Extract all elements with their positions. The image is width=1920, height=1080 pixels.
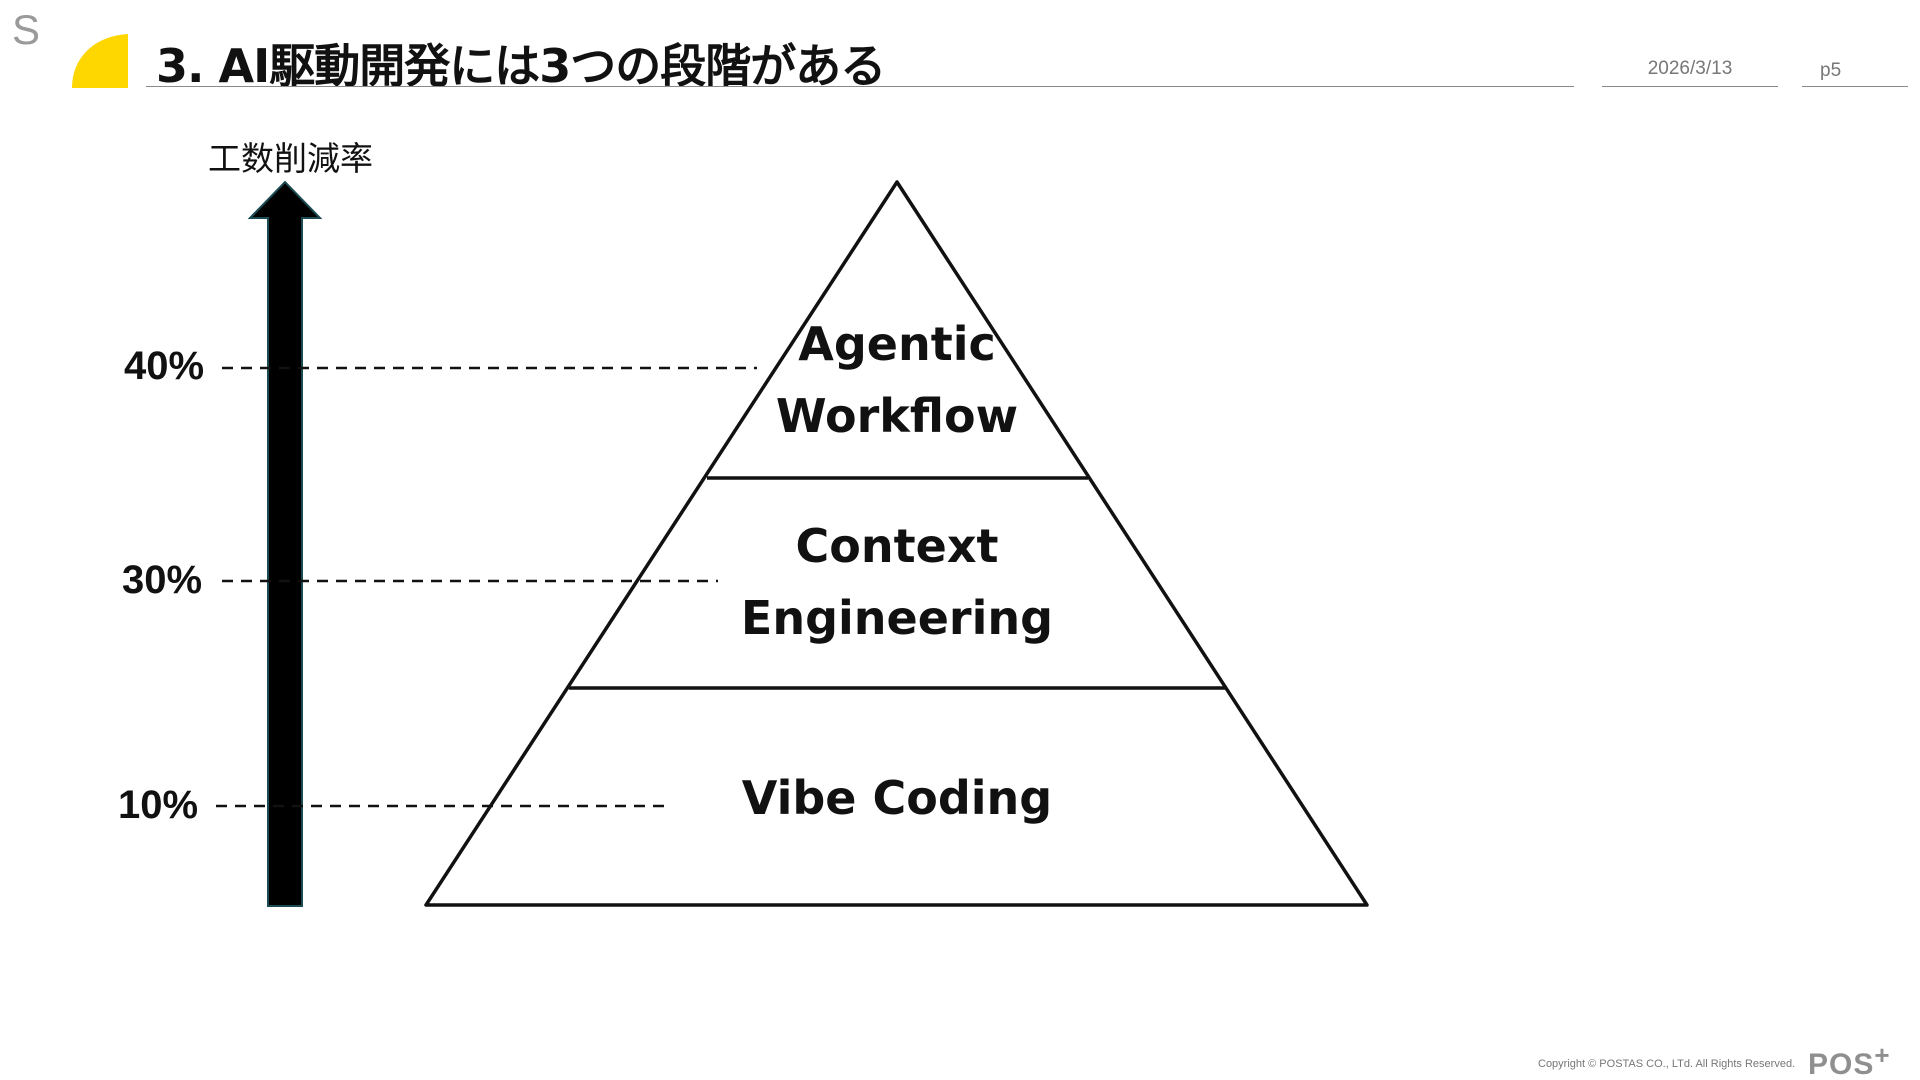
logo-plus-icon: + xyxy=(1874,1040,1891,1070)
header-date: 2026/3/13 xyxy=(1647,58,1733,79)
layer-label-line: Workflow xyxy=(775,389,1019,443)
copyright-text: Copyright © POSTAS CO., LTd. All Rights … xyxy=(1538,1058,1796,1070)
logo-text: POS xyxy=(1808,1048,1875,1080)
title-underline xyxy=(146,86,1574,87)
date-underline xyxy=(1602,86,1778,87)
tick-label-10: 10% xyxy=(118,783,199,827)
pyramid-outline xyxy=(424,180,1369,907)
layer-label-context-engineering: Context Engineering xyxy=(647,510,1147,654)
layer-label-agentic-workflow: Agentic Workflow xyxy=(647,308,1147,452)
tick-label-40: 40% xyxy=(124,344,205,388)
page-number: p5 xyxy=(1820,60,1842,81)
corner-mark: S xyxy=(12,6,41,53)
title-accent-icon xyxy=(72,34,128,88)
page-underline xyxy=(1802,86,1908,87)
up-arrow-icon xyxy=(247,180,323,907)
tick-label-30: 30% xyxy=(122,558,203,602)
layer-label-line: Vibe Coding xyxy=(741,771,1053,825)
company-logo: POS+ xyxy=(1808,1040,1891,1080)
page-title: 3. AI駆動開発には3つの段階がある xyxy=(156,39,886,93)
layer-label-line: Context xyxy=(795,519,999,573)
layer-label-line: Engineering xyxy=(740,591,1054,645)
axis-label: 工数削減率 xyxy=(208,139,373,178)
layer-label-vibe-coding: Vibe Coding xyxy=(647,762,1147,834)
layer-label-line: Agentic xyxy=(798,317,996,371)
